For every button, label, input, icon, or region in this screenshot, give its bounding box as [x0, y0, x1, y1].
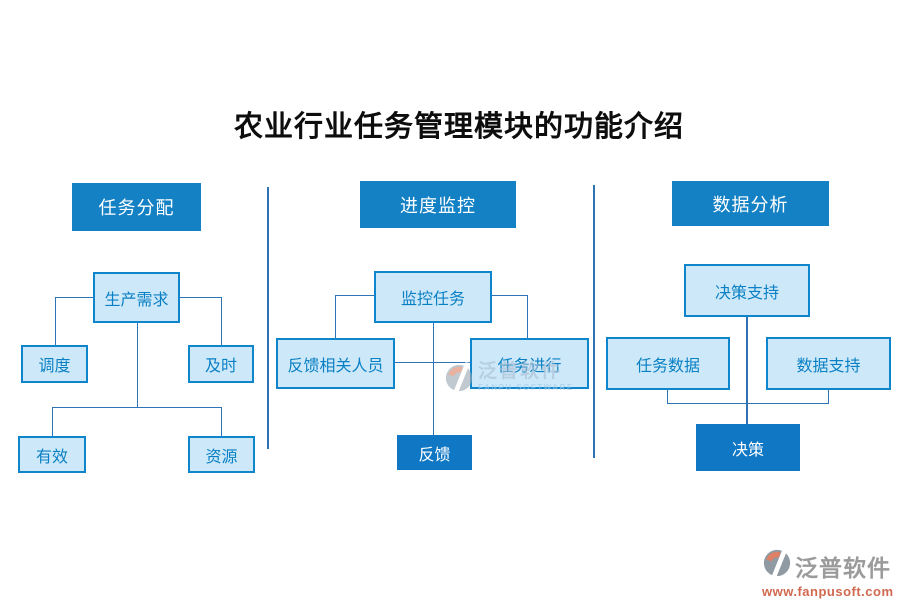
node-decision-support: 决策支持 [684, 264, 810, 317]
connector-line [527, 295, 528, 338]
connector-line [137, 323, 138, 407]
node-resources: 资源 [188, 436, 255, 473]
node-monitor-task: 监控任务 [374, 271, 492, 323]
connector-line [52, 407, 222, 408]
node-timely: 及时 [188, 345, 254, 383]
column-header-progress-monitoring: 进度监控 [360, 181, 516, 228]
node-effective: 有效 [18, 436, 86, 473]
connector-line [746, 317, 748, 424]
connector-line [433, 323, 434, 436]
connector-line [492, 295, 528, 296]
connector-line [667, 403, 747, 404]
node-feedback: 反馈 [397, 435, 472, 470]
node-task-in-progress: 任务进行 [470, 338, 589, 389]
connector-line [52, 407, 53, 436]
connector-line [221, 407, 222, 436]
node-scheduling: 调度 [21, 345, 88, 383]
connector-line [180, 297, 222, 298]
node-task-data: 任务数据 [606, 337, 730, 390]
connector-line [55, 297, 56, 345]
column-divider [593, 185, 595, 458]
column-header-data-analysis: 数据分析 [672, 181, 829, 226]
connector-line [335, 295, 336, 338]
node-data-support: 数据支持 [766, 337, 891, 390]
connector-line [335, 295, 374, 296]
node-feedback-related-personnel: 反馈相关人员 [276, 338, 395, 389]
connector-line [395, 362, 470, 363]
column-divider [267, 187, 269, 449]
watermark-brand: 泛普软件 [795, 554, 891, 581]
connector-line [828, 390, 829, 404]
fanpu-logo-icon [762, 546, 792, 583]
connector-line [667, 390, 668, 404]
connector-line [55, 297, 93, 298]
column-header-task-assignment: 任务分配 [72, 183, 201, 231]
watermark-url: www.fanpusoft.com [762, 584, 894, 599]
connector-line [221, 297, 222, 345]
node-decision: 决策 [696, 424, 800, 471]
connector-line [748, 403, 829, 404]
watermark-corner: 泛普软件 www.fanpusoft.com [762, 546, 894, 599]
node-production-demand: 生产需求 [93, 272, 180, 323]
page-title: 农业行业任务管理模块的功能介绍 [233, 111, 684, 143]
